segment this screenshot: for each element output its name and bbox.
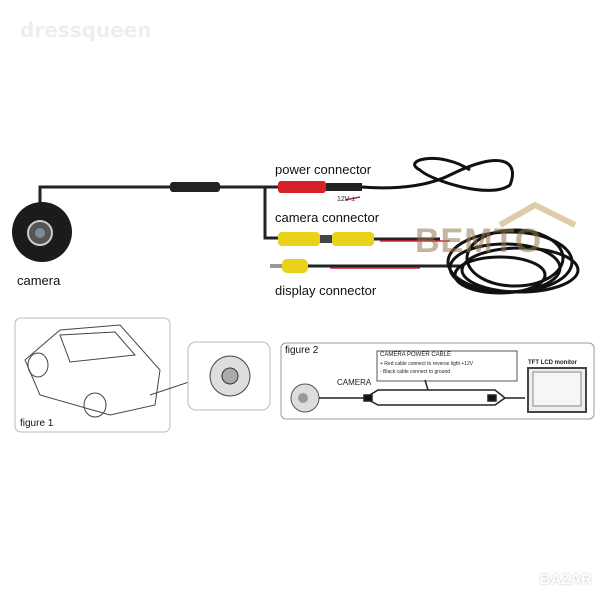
callout-box: [376, 350, 518, 382]
inline-connector: [170, 182, 220, 192]
tft-monitor-icon: [527, 367, 587, 413]
callout-line-red: + Red cable connect to reverse light +12…: [380, 361, 474, 367]
red-power-plug: [278, 156, 514, 201]
figure1-title: figure 1: [20, 418, 54, 429]
camera-connector-label: camera connector: [275, 210, 380, 225]
yellow-camera-plug: [278, 232, 450, 246]
brand-watermark: BEMTO: [415, 222, 543, 260]
cable-coil: [446, 228, 580, 295]
display-connector-label: display connector: [275, 283, 377, 298]
monitor-label: TFT LCD monitor: [528, 360, 577, 366]
power-connector-label: power connector: [275, 162, 372, 177]
figure2-title: figure 2: [285, 345, 319, 356]
car-icon: [24, 324, 161, 418]
callout-line-black: - Black cable connect to ground: [380, 369, 451, 375]
callout-title: CAMERA POWER CABLE: [380, 352, 452, 358]
figure2-camera-label: CAMERA: [337, 378, 372, 387]
site-logo: BAZAR: [539, 571, 593, 588]
voltage-label: 12V ±: [337, 196, 356, 203]
yellow-display-plug: [270, 259, 460, 273]
watermark-text: dressqueen: [20, 18, 152, 42]
figure1-frame: [14, 317, 171, 433]
bemto-roof-icon: [498, 201, 577, 228]
figure2-camera-icon: [290, 383, 320, 413]
camera-cable: [38, 185, 290, 240]
camera-closeup-icon: [187, 341, 271, 411]
camera-label: camera: [17, 273, 61, 288]
camera-icon: [12, 202, 72, 262]
figure2-cables: [319, 379, 525, 406]
